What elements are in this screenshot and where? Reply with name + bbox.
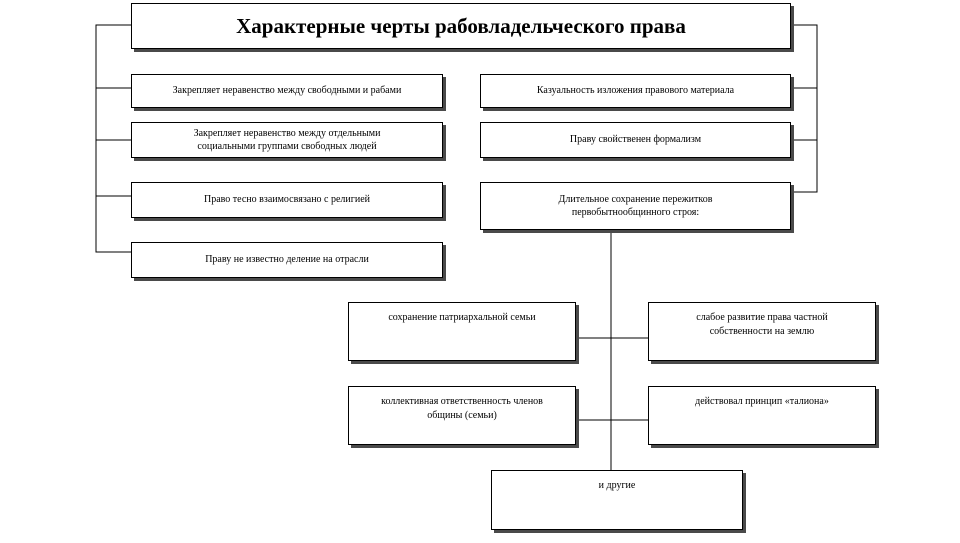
diagram-title-text: Характерные черты рабовладельческого пра… — [236, 13, 686, 38]
right-box-1-text: Казуальность изложения правового материа… — [536, 85, 735, 97]
left-box-1-text: Закрепляет неравенство между свободными … — [172, 85, 402, 97]
left-box-2: Закрепляет неравенство между отдельными … — [131, 122, 443, 158]
survival-box-2: слабое развитие права частной собственно… — [648, 302, 876, 361]
survival-box-3-text: коллективная ответственность членов общи… — [381, 396, 543, 421]
right-box-2: Праву свойственен формализм — [480, 122, 791, 158]
right-box-1: Казуальность изложения правового материа… — [480, 74, 791, 108]
survival-box-4-text: действовал принцип «талиона» — [695, 396, 829, 407]
survival-box-2-text: слабое развитие права частной собственно… — [696, 312, 828, 337]
left-box-4-text: Праву не известно деление на отрасли — [205, 254, 369, 266]
survival-box-3: коллективная ответственность членов общи… — [348, 386, 576, 445]
left-box-1: Закрепляет неравенство между свободными … — [131, 74, 443, 108]
survival-box-5: и другие — [491, 470, 743, 530]
left-box-4: Праву не известно деление на отрасли — [131, 242, 443, 278]
survival-box-4: действовал принцип «талиона» — [648, 386, 876, 445]
right-box-3-text: Длительное сохранение пережитков первобы… — [558, 193, 713, 219]
right-box-3: Длительное сохранение пережитков первобы… — [480, 182, 791, 230]
right-box-2-text: Праву свойственен формализм — [569, 134, 702, 146]
left-box-3-text: Право тесно взаимосвязано с религией — [203, 194, 371, 206]
survival-box-1: сохранение патриархальной семьи — [348, 302, 576, 361]
left-box-3: Право тесно взаимосвязано с религией — [131, 182, 443, 218]
left-box-2-text: Закрепляет неравенство между отдельными … — [193, 127, 381, 153]
diagram-title: Характерные черты рабовладельческого пра… — [131, 3, 791, 49]
survival-box-1-text: сохранение патриархальной семьи — [388, 312, 536, 323]
survival-box-5-text: и другие — [598, 480, 636, 491]
